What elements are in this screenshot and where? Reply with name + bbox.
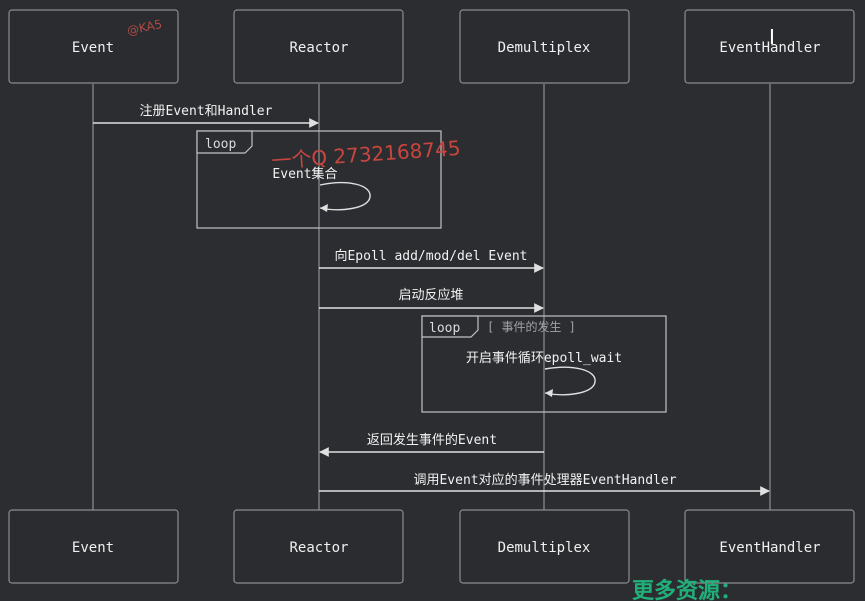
actor-eventhandler-bottom: EventHandler xyxy=(684,509,855,584)
actor-eventhandler-bottom-label: EventHandler xyxy=(719,540,820,556)
message-dispatch-handler-label: 调用Event对应的事件处理器EventHandler xyxy=(413,472,676,488)
actor-reactor-top: Reactor xyxy=(233,9,404,84)
actor-reactor-top-label: Reactor xyxy=(289,40,348,56)
message-epoll-ctl: 向Epoll add/mod/del Event xyxy=(319,248,544,273)
message-epoll-ctl-label: 向Epoll add/mod/del Event xyxy=(334,248,527,264)
message-dispatch-handler: 调用Event对应的事件处理器EventHandler xyxy=(319,472,770,496)
loop-frame-2-border xyxy=(421,315,667,413)
actor-eventhandler-top: EventHandler xyxy=(684,9,855,84)
actor-demultiplex-bottom-label: Demultiplex xyxy=(498,540,591,556)
message-register-label: 注册Event和Handler xyxy=(140,104,273,119)
actor-event-bottom-label: Event xyxy=(72,540,114,556)
loop-frame-1-self-label: Event集合 xyxy=(272,166,337,182)
loop-frame-1-border xyxy=(196,130,442,229)
actor-demultiplex-top-label: Demultiplex xyxy=(498,40,591,56)
loop-frame-1-self-arrowhead xyxy=(320,204,328,212)
loop-frame-2-self-arrowhead xyxy=(545,389,553,397)
actor-demultiplex-bottom: Demultiplex xyxy=(459,509,630,584)
message-start-reactor: 启动反应堆 xyxy=(319,287,544,313)
loop-frame-1-tab xyxy=(196,130,253,154)
loop-frame-2: loop [ 事件的发生 ] 开启事件循环epoll_wait xyxy=(421,315,667,413)
loop-frame-1-self-arrow xyxy=(319,182,371,211)
message-return-events-label: 返回发生事件的Event xyxy=(367,432,497,448)
message-return-events: 返回发生事件的Event xyxy=(319,432,544,457)
loop-frame-2-self-label: 开启事件循环epoll_wait xyxy=(466,351,622,366)
watermark-green: 更多资源： xyxy=(632,578,742,601)
actor-reactor-bottom: Reactor xyxy=(233,509,404,584)
loop-frame-1: loop Event集合 xyxy=(196,130,442,229)
loop-frame-2-tab-label: loop xyxy=(429,321,460,336)
watermark-red: 一个Q 2732168745 xyxy=(271,136,462,173)
actor-event-bottom: Event xyxy=(8,509,179,584)
actor-demultiplex-top: Demultiplex xyxy=(459,9,630,84)
loop-frame-2-self-arrow xyxy=(544,366,596,396)
loop-frame-1-tab-label: loop xyxy=(205,137,236,152)
actor-event-top: Event xyxy=(8,9,179,84)
loop-frame-2-tab xyxy=(421,315,479,338)
message-start-reactor-label: 启动反应堆 xyxy=(398,287,463,303)
actor-event-top-label: Event xyxy=(72,40,114,56)
loop-frame-2-guard: [ 事件的发生 ] xyxy=(487,319,576,334)
actor-eventhandler-top-label: EventHandler xyxy=(719,40,820,56)
actor-reactor-bottom-label: Reactor xyxy=(289,540,348,556)
text-cursor-icon: I xyxy=(769,25,775,49)
message-register: 注册Event和Handler xyxy=(93,104,319,128)
